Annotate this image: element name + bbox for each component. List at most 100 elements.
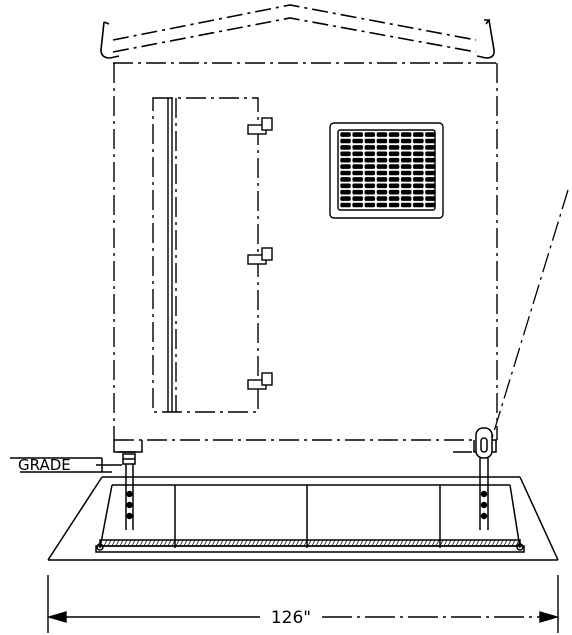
pad-hatch-line [343, 539, 348, 547]
vent-slat [340, 151, 351, 157]
pad-inner-wall-left [99, 484, 113, 549]
vent-slat [364, 157, 376, 163]
enclosure-body [113, 63, 498, 441]
pad-corner-right [516, 543, 524, 551]
pad-hatch-line [471, 539, 476, 547]
pad-hatch-line [379, 539, 384, 547]
vent-louver [329, 122, 444, 219]
vent-slat [388, 132, 400, 137]
pad-hatch-line [111, 539, 116, 547]
pad-hatching [103, 539, 520, 547]
vent-slat [400, 170, 412, 176]
vent-slat [376, 164, 388, 169]
vent-slat [400, 183, 412, 189]
pad-hatch-line [187, 539, 192, 547]
vent-slat [340, 202, 351, 208]
vent-slat [400, 151, 412, 157]
vent-slat [425, 151, 436, 157]
base-bracket-right [453, 427, 497, 459]
vent-slat [413, 157, 424, 163]
roof-outline-lower [112, 17, 477, 53]
door-hinges [247, 117, 273, 390]
pad-hatch-line [271, 539, 276, 547]
pad-hatch-line [479, 539, 484, 547]
vent-slat [352, 170, 363, 176]
pad-hatch-line [383, 539, 388, 547]
vent-slat [413, 189, 424, 195]
vent-slat [388, 170, 400, 176]
anchor-bolt-left [125, 464, 134, 530]
vent-slat [352, 183, 363, 189]
vent-slat [352, 145, 363, 150]
vent-slat [388, 189, 400, 195]
pad-hatch-line [487, 539, 492, 547]
vent-slat [376, 151, 388, 157]
pad-hatch-line [423, 539, 428, 547]
vent-slat [364, 138, 376, 144]
pad-hatch-line [375, 539, 380, 547]
pad-hatch-line [279, 539, 284, 547]
door [152, 97, 259, 413]
lifting-lug-left [100, 21, 120, 59]
pad-hatch-line [107, 539, 112, 547]
pad-hatch-line [135, 539, 140, 547]
vent-slat [388, 196, 400, 201]
pad-hatch-line [335, 539, 340, 547]
vent-slat [364, 132, 376, 137]
vent-slat [352, 189, 363, 195]
vent-slat [340, 196, 351, 201]
hinge-top [247, 117, 273, 135]
vent-slat [364, 170, 376, 176]
vent-slat [376, 132, 388, 137]
pad-hatch-line [315, 539, 320, 547]
pad-hatch-line [163, 539, 168, 547]
vent-slat [364, 164, 376, 169]
vent-slat [376, 157, 388, 163]
pad-hatch-line [147, 539, 152, 547]
pad-hatch-line [491, 539, 496, 547]
callout-leader-line [491, 189, 569, 439]
vent-slat [400, 202, 412, 208]
vent-slat [352, 157, 363, 163]
vent-slat [425, 196, 436, 201]
pad-hatch-line [127, 539, 132, 547]
vent-slat [340, 138, 351, 144]
vent-slat [413, 177, 424, 182]
vent-slat [364, 189, 376, 195]
arrowhead-right [539, 611, 560, 623]
vent-slat [388, 183, 400, 189]
arrowhead-left [46, 611, 67, 623]
pad-hatch-line [459, 539, 464, 547]
vent-slat [364, 183, 376, 189]
vent-slat [400, 157, 412, 163]
pad-hatch-line [503, 539, 508, 547]
vent-slat [388, 151, 400, 157]
pad-hatch-line [275, 539, 280, 547]
pad-hatch-line [219, 539, 224, 547]
pad-hatch-line [307, 539, 312, 547]
vent-slat [400, 138, 412, 144]
vent-slat [413, 164, 424, 169]
pad-hatch-line [395, 539, 400, 547]
pad-hatch-line [391, 539, 396, 547]
vent-slat [425, 189, 436, 195]
pad-hatch-line [347, 539, 352, 547]
pad-hatch-line [215, 539, 220, 547]
vent-slat [413, 183, 424, 189]
pad-hatch-line [239, 539, 244, 547]
pad-hatch-line [339, 539, 344, 547]
vent-slat [340, 189, 351, 195]
vent-slat [340, 177, 351, 182]
pad-hatch-line [263, 539, 268, 547]
anchor-bolt-right [479, 458, 489, 530]
pad-hatch-line [323, 539, 328, 547]
pad-hatch-line [119, 539, 124, 547]
vent-slats [340, 132, 436, 208]
pad-inner-wall-right [509, 484, 521, 549]
pad-hatch-line [131, 539, 136, 547]
pad-hatch-line [311, 539, 316, 547]
pad-hatch-line [407, 539, 412, 547]
vent-slat [352, 151, 363, 157]
pad-hatch-line [319, 539, 324, 547]
vent-slat [352, 164, 363, 169]
